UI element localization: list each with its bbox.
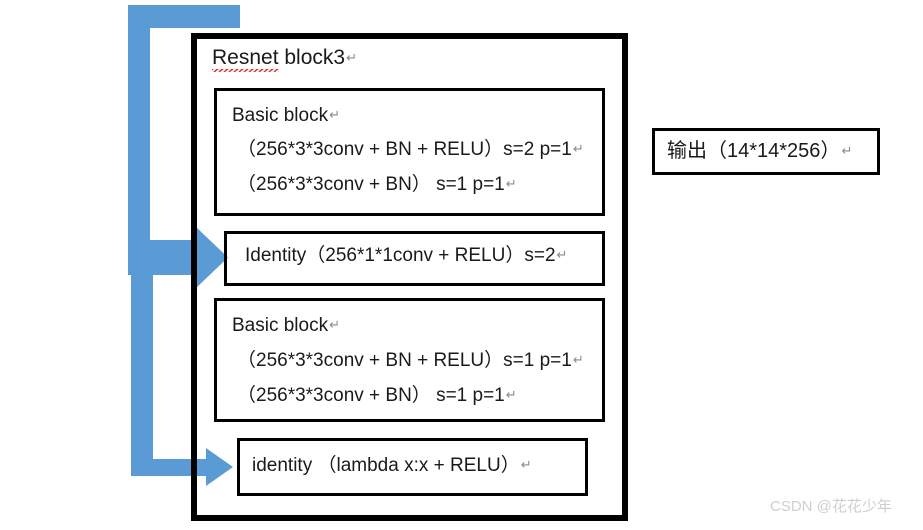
basic-block-2-line-2-text: （256*3*3conv + BN） s=1 p=1	[237, 385, 505, 406]
basic-block-1-line-2-text: （256*3*3conv + BN） s=1 p=1	[237, 174, 505, 195]
basic-block-1-line-0: Basic block↵	[232, 106, 340, 125]
pilcrow-icon: ↵	[505, 176, 517, 191]
pilcrow-icon: ↵	[556, 247, 568, 262]
identity-lambda-box	[237, 438, 588, 496]
output-shape-label-text: 输出（14*14*256）	[667, 140, 841, 162]
pilcrow-icon: ↵	[346, 50, 357, 65]
basic-block-1-box	[214, 88, 605, 216]
identity-conv-box	[224, 231, 605, 286]
basic-block-2-line-0: Basic block↵	[232, 316, 340, 335]
basic-block-2-line-0-text: Basic block	[232, 315, 329, 336]
output-shape-label: 输出（14*14*256）↵	[667, 141, 852, 161]
resnet-block3-title-rest: block3	[278, 46, 346, 69]
identity-conv-line-0: Identity（256*1*1conv + RELU）s=2↵	[245, 246, 567, 265]
basic-block-1-line-2: （256*3*3conv + BN） s=1 p=1↵	[237, 175, 517, 194]
csdn-watermark: CSDN @花花少年	[770, 498, 892, 515]
output-shape-box	[652, 128, 880, 175]
pilcrow-icon: ↵	[329, 317, 341, 332]
pilcrow-icon: ↵	[520, 457, 532, 472]
basic-block-1-line-1-text: （256*3*3conv + BN + RELU）s=2 p=1	[237, 139, 572, 160]
basic-block-2-line-1: （256*3*3conv + BN + RELU）s=1 p=1↵	[237, 351, 584, 370]
resnet-block3-container	[191, 33, 628, 521]
pilcrow-icon: ↵	[329, 107, 341, 122]
basic-block-1-line-0-text: Basic block	[232, 105, 329, 126]
resnet-block3-title: Resnet block3↵	[212, 46, 357, 72]
pilcrow-icon: ↵	[505, 387, 517, 402]
basic-block-2-line-2: （256*3*3conv + BN） s=1 p=1↵	[237, 386, 517, 405]
identity-conv-line-0-text: Identity（256*1*1conv + RELU）s=2	[245, 245, 556, 266]
pilcrow-icon: ↵	[841, 143, 853, 158]
basic-block-2-box	[214, 298, 605, 422]
pilcrow-icon: ↵	[572, 352, 584, 367]
identity-lambda-line-0-text: identity （lambda x:x + RELU）	[252, 455, 520, 476]
resnet-block3-title-misspelled-word: Resnet	[212, 46, 279, 72]
pilcrow-icon: ↵	[572, 141, 584, 156]
basic-block-2-line-1-text: （256*3*3conv + BN + RELU）s=1 p=1	[237, 350, 572, 371]
basic-block-1-line-1: （256*3*3conv + BN + RELU）s=2 p=1↵	[237, 140, 584, 159]
identity-lambda-line-0: identity （lambda x:x + RELU）↵	[252, 456, 532, 475]
